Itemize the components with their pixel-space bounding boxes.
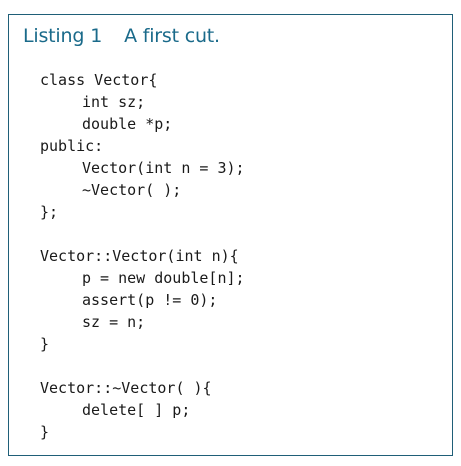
code-line: }; — [40, 203, 59, 221]
code-line: p = new double[n]; — [82, 269, 245, 287]
code-line: int sz; — [82, 93, 146, 111]
code-line: Vector::~Vector( ){ — [40, 379, 212, 397]
code-line: delete[ ] p; — [82, 401, 191, 419]
code-line: class Vector{ — [40, 71, 158, 89]
code-line — [40, 355, 245, 377]
code-line: public: — [40, 137, 104, 155]
code-line: assert(p != 0); — [82, 291, 218, 309]
code-line: double *p; — [82, 115, 173, 133]
code-line: sz = n; — [82, 313, 146, 331]
code-block: class Vector{ int sz; double *p; public: Vec… — [40, 69, 245, 443]
code-line — [40, 223, 245, 245]
code-line: } — [40, 335, 50, 353]
listing-label: Listing — [23, 25, 85, 47]
code-line: Vector::Vector(int n){ — [40, 247, 239, 265]
code-line: Vector(int n = 3); — [82, 159, 245, 177]
code-line: } — [40, 423, 50, 441]
listing-number: 1 — [90, 25, 103, 47]
code-line: ~Vector( ); — [82, 181, 182, 199]
listing-title: A first cut. — [124, 25, 220, 47]
